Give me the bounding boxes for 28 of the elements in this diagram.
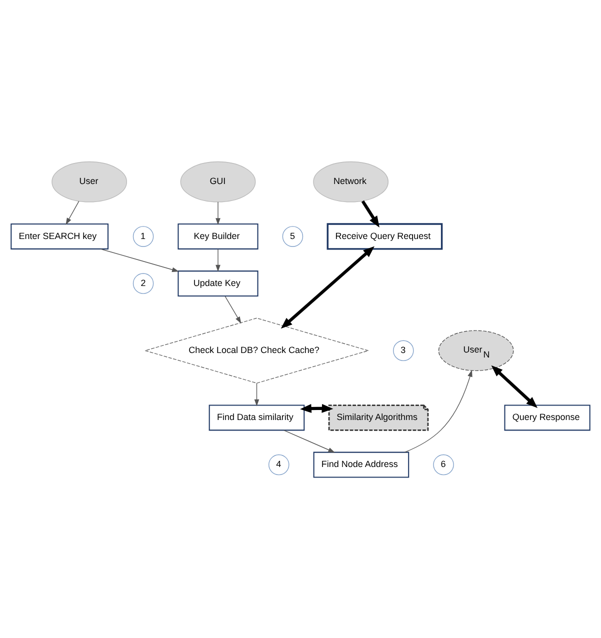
- arrow: [284, 429, 336, 452]
- node-ellipse: GUI: [180, 160, 256, 202]
- node-ellipse: User: [52, 160, 128, 202]
- node-circle: 4: [268, 454, 290, 475]
- node-circle: 2: [132, 272, 154, 294]
- arrow: [66, 200, 80, 224]
- arrow: [100, 248, 179, 272]
- arrow: [491, 364, 538, 408]
- arrow: [280, 246, 374, 328]
- node-box: Key Builder: [178, 223, 258, 249]
- node-box: Find Data similarity: [208, 404, 305, 430]
- node-box: Receive Query Request: [326, 222, 443, 250]
- node-ellipse: Network: [313, 160, 389, 202]
- node-box: Query Response: [504, 404, 590, 430]
- node-box: Update Key: [178, 270, 258, 296]
- node-box: Enter SEARCH key: [10, 223, 109, 249]
- arrow: [216, 248, 220, 272]
- arrow: [361, 200, 380, 227]
- node-circle: 1: [132, 226, 154, 246]
- arrow: [300, 403, 334, 412]
- arrow: [404, 369, 472, 452]
- arrow: [224, 295, 242, 324]
- node-box: Find Node Address: [313, 451, 410, 478]
- arrow: [216, 201, 220, 225]
- node-circle: 6: [433, 454, 454, 475]
- arrow: [254, 382, 260, 406]
- node-circle: 5: [282, 226, 304, 246]
- node-circle: 3: [393, 340, 414, 361]
